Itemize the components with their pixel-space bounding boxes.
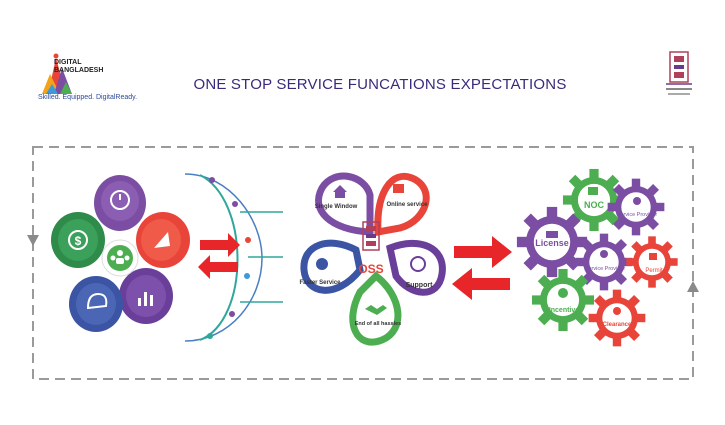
gear-label-noc: NOC <box>584 200 605 210</box>
gear-label-license: License <box>535 238 569 248</box>
gear-label-permit: Permit <box>645 268 663 274</box>
oss-center-emblem-icon <box>362 221 380 251</box>
clearance-check-icon <box>613 307 621 315</box>
petal-label-single-window: Single Window <box>315 204 358 210</box>
dollar-icon <box>68 230 88 250</box>
service-provider-person-icon <box>633 197 641 205</box>
logo-mark-icon <box>42 53 72 94</box>
exchange-arrows-right-icon <box>452 236 512 300</box>
petal-timer <box>94 175 146 231</box>
petal-money: $ <box>51 212 105 268</box>
license-card-icon <box>546 231 558 238</box>
petal-label-end-of-hassles: End of all hassles <box>355 321 401 327</box>
gear-cluster: NOC Service Provider License Service Pro… <box>516 168 678 347</box>
permit-document-icon <box>649 253 657 260</box>
noc-document-icon <box>588 187 598 195</box>
gear-label-service-provider-top: Service Provider <box>617 212 658 218</box>
exchange-arrows-left-icon <box>198 233 240 279</box>
brain-icon <box>86 292 108 310</box>
authority-emblem-icon <box>666 51 692 95</box>
petal-end-of-hassles-shape <box>349 271 402 346</box>
gear-incentive <box>531 268 595 332</box>
arrow-down-icon <box>27 235 39 246</box>
left-flower: $ <box>51 175 190 332</box>
brand-name: DIGITAL BANGLADESH <box>54 59 104 75</box>
support-icon <box>410 256 426 272</box>
home-icon <box>333 185 347 198</box>
gear-label-incentive: Incentive <box>549 307 579 314</box>
oss-center-label: OSS <box>358 262 383 276</box>
petal-faster-service-shape <box>300 239 364 294</box>
arrow-up-icon <box>687 281 699 292</box>
brand-name-line2: BANGLADESH <box>54 67 104 74</box>
petal-single-window-shape <box>315 172 374 236</box>
oss-flower: Single Window Online service Support End… <box>299 172 446 346</box>
gear-clearance <box>588 289 646 347</box>
incentive-money-bag-icon <box>558 288 568 298</box>
svg-text:$: $ <box>75 234 82 248</box>
connector-lines <box>184 173 283 342</box>
gear-permit <box>626 236 678 288</box>
online-icon <box>393 184 404 193</box>
stopwatch-icon <box>110 190 130 210</box>
petal-online-service-shape <box>374 172 430 237</box>
page-title: ONE STOP SERVICE FUNCATIONS EXPECTATIONS <box>193 76 567 93</box>
petal-label-support: Support <box>406 282 433 289</box>
dashed-border <box>32 146 694 380</box>
gear-label-service-provider-mid: Service Provider <box>585 266 626 272</box>
brand-name-line1: DIGITAL <box>54 59 82 66</box>
growth-icon <box>154 232 170 248</box>
petal-support-shape <box>385 239 446 296</box>
petal-growth <box>136 212 190 268</box>
handshake-icon <box>365 305 387 315</box>
gear-service-provider-top <box>607 178 665 236</box>
brand-tagline: Skilled. Equipped. DigitalReady. <box>38 94 138 101</box>
service-provider-person-icon-2 <box>600 250 608 258</box>
petal-label-online-service: Online service <box>386 202 428 208</box>
speed-icon <box>316 258 328 270</box>
petal-label-faster-service: Faster Service <box>299 280 341 286</box>
petal-brain <box>69 276 123 332</box>
petal-chart <box>119 268 173 324</box>
gear-label-clearance: Clearance <box>603 322 632 328</box>
bar-chart-icon <box>138 298 141 306</box>
